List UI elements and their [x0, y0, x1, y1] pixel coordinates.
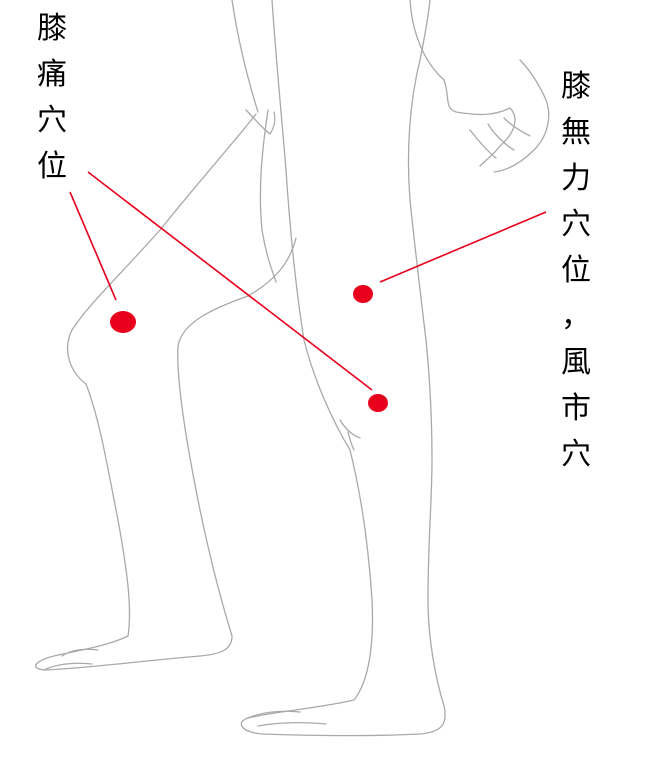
label-char: 位 [561, 253, 591, 288]
back-leg-outline [34, 0, 297, 671]
label-char: 穴 [561, 207, 591, 242]
label-char: 力 [561, 161, 591, 196]
groin-outline [245, 109, 276, 135]
leader-line-left-to-front-knee [69, 191, 117, 301]
hand-outline [409, 0, 550, 173]
label-knee-pain-points: 膝 痛 穴 位 [30, 6, 74, 190]
label-char: 穴 [561, 437, 591, 472]
knee-weakness-fengshi-point [353, 285, 373, 303]
label-char: 無 [561, 115, 591, 150]
label-char: 穴 [37, 103, 67, 138]
leader-line-right-to-thigh [379, 211, 547, 283]
label-char: 風 [561, 345, 591, 380]
knee-pain-point-back [368, 394, 388, 412]
leader-line-left-to-back-knee [87, 171, 373, 391]
label-char: 市 [561, 391, 591, 426]
front-foot-toes [247, 710, 327, 727]
knee-pain-point-front [110, 311, 136, 333]
label-char: 痛 [37, 57, 67, 92]
label-char: 位 [37, 149, 67, 184]
back-foot-toes [43, 648, 99, 671]
label-char: 膝 [37, 11, 67, 46]
back-thigh-line [259, 109, 277, 283]
label-char: 膝 [561, 69, 591, 104]
front-kneecap [339, 419, 361, 451]
label-char: ， [561, 299, 591, 334]
front-leg-outline [240, 0, 446, 737]
label-knee-weakness-points: 膝 無 力 穴 位 ， 風 市 穴 [554, 64, 598, 478]
